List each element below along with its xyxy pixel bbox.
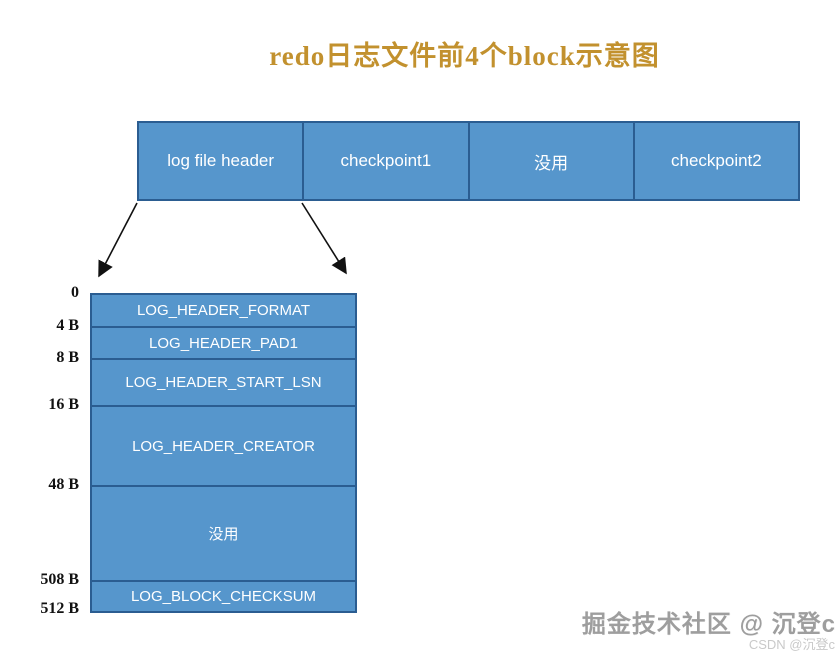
right-arrow (301, 202, 347, 275)
detail-row-2: LOG_HEADER_PAD1 (92, 328, 355, 360)
watermark-secondary: CSDN @沉登c (748, 637, 835, 652)
detail-row-4: LOG_HEADER_CREATOR (92, 407, 355, 487)
left-arrow (98, 202, 138, 278)
byte-offset-label: 508 B (40, 571, 79, 588)
detail-row-label: LOG_HEADER_CREATOR (132, 437, 315, 455)
bar-cell-label: log file header (167, 151, 275, 170)
byte-offset-label: 4 B (56, 317, 79, 334)
offset-column: 0 4 B 8 B 16 B 48 B 508 B 512 B (0, 284, 82, 633)
detail-row-label: LOG_HEADER_PAD1 (149, 334, 298, 352)
byte-offset-label: 512 B (40, 600, 79, 617)
bar-cell-label: checkpoint2 (671, 151, 762, 170)
detail-row-label: LOG_BLOCK_CHECKSUM (130, 588, 317, 605)
bar-cell-2: checkpoint1 (304, 123, 470, 199)
bar-cell-1: log file header (139, 123, 305, 199)
bar-cell-4: checkpoint2 (635, 123, 798, 199)
byte-offset-label: 48 B (48, 476, 79, 493)
bar-cell-label: 没用 (534, 153, 569, 173)
detail-row-label: LOG_HEADER_FORMAT (136, 302, 311, 319)
byte-offset-label: 16 B (48, 396, 79, 413)
detail-row-6: LOG_BLOCK_CHECKSUM (92, 582, 355, 611)
byte-offset-label: 0 (71, 284, 79, 301)
watermark-primary: 掘金技术社区 @ 沉登c (581, 611, 836, 638)
detail-row-3: LOG_HEADER_START_LSN (92, 360, 355, 407)
diagram-title: redo日志文件前4个block示意图 (269, 41, 660, 71)
detail-row-label: 没用 (208, 526, 239, 543)
detail-row-label: LOG_HEADER_START_LSN (125, 374, 322, 391)
detail-row-5: 没用 (92, 487, 355, 582)
detail-row-1: LOG_HEADER_FORMAT (92, 295, 355, 328)
top-bar: log file header checkpoint1 没用 checkpoint2 (137, 121, 800, 201)
byte-offset-label: 8 B (56, 349, 79, 366)
bar-cell-label: checkpoint1 (340, 151, 432, 170)
bar-cell-3: 没用 (470, 123, 635, 199)
